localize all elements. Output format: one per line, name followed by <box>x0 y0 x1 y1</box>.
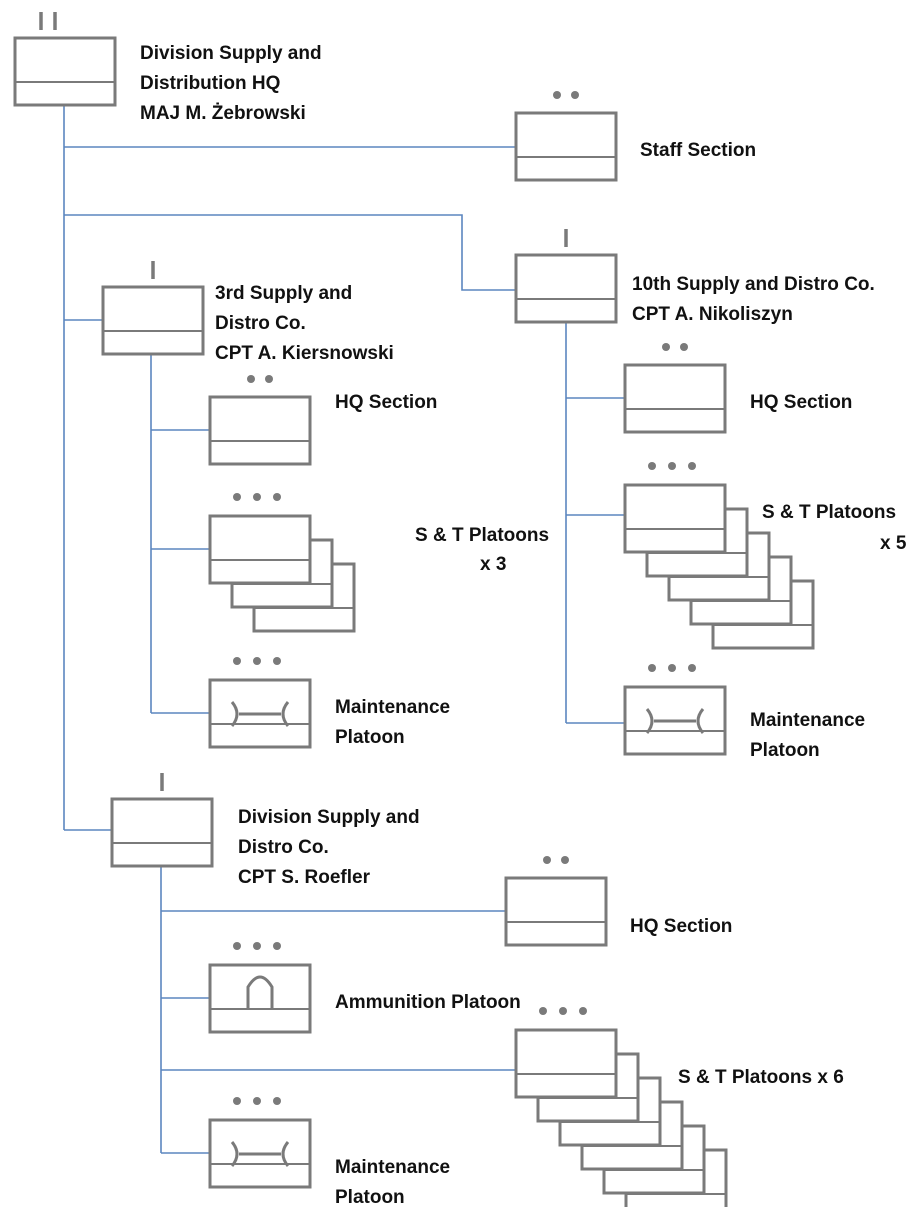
unit-box <box>208 963 312 1034</box>
unit-label: Division Supply and <box>140 43 322 64</box>
maintenance-symbol <box>230 701 290 727</box>
unit-co3-st: S & T Platoons x 3 <box>208 493 549 633</box>
echelon-dot <box>688 462 696 470</box>
echelon-dot <box>233 1097 241 1105</box>
echelon-dot <box>553 91 561 99</box>
echelon-dot <box>247 375 255 383</box>
unit-label: Distro Co. <box>215 313 306 334</box>
unit-label: S & T Platoons <box>415 525 549 546</box>
echelon-dot <box>233 657 241 665</box>
echelon-dot <box>579 1007 587 1015</box>
unit-divco-st: S & T Platoons x 6 <box>514 1007 844 1207</box>
echelon-dot <box>253 657 261 665</box>
unit-label: HQ Section <box>630 916 732 937</box>
unit-label: Maintenance <box>750 710 865 731</box>
unit-co10: 10th Supply and Distro Co. CPT A. Nikolis… <box>514 229 875 325</box>
unit-label: Maintenance <box>335 1157 450 1178</box>
unit-label: Distro Co. <box>238 837 329 858</box>
echelon-dot <box>559 1007 567 1015</box>
unit-box <box>514 253 618 324</box>
echelon-dot <box>680 343 688 351</box>
unit-label: Staff Section <box>640 140 756 161</box>
echelon-dot <box>273 1097 281 1105</box>
echelon-dot <box>273 942 281 950</box>
unit-box <box>101 285 205 356</box>
unit-label: Platoon <box>335 727 405 748</box>
unit-box <box>110 797 214 868</box>
unit-label: HQ Section <box>750 392 852 413</box>
echelon-dot <box>265 375 273 383</box>
unit-divco-hq: HQ Section <box>504 856 732 947</box>
unit-box <box>13 36 117 107</box>
maintenance-symbol <box>645 708 705 734</box>
echelon-dot <box>233 493 241 501</box>
maintenance-symbol <box>230 1141 290 1167</box>
echelon-dot <box>668 664 676 672</box>
unit-label: MAJ M. Żebrowski <box>140 103 306 124</box>
unit-label: 10th Supply and Distro Co. <box>632 274 875 295</box>
unit-label: Distribution HQ <box>140 73 280 94</box>
echelon-dot <box>648 462 656 470</box>
unit-box <box>504 876 608 947</box>
echelon-dot <box>561 856 569 864</box>
echelon-dot <box>273 657 281 665</box>
unit-box <box>623 483 727 554</box>
unit-label: 3rd Supply and <box>215 283 352 304</box>
echelon-dot <box>253 942 261 950</box>
unit-label: S & T Platoons x 6 <box>678 1067 844 1088</box>
unit-divco-ammo: Ammunition Platoon <box>208 942 521 1034</box>
unit-label: x 5 <box>880 533 907 554</box>
unit-co10-st: S & T Platoons x 5 <box>623 462 907 650</box>
unit-label: S & T Platoons <box>762 502 896 523</box>
echelon-dot <box>648 664 656 672</box>
connector-line <box>64 214 516 291</box>
echelon-dot <box>688 664 696 672</box>
unit-co10-hq: HQ Section <box>623 343 852 434</box>
unit-label: HQ Section <box>335 392 437 413</box>
echelon-dot <box>539 1007 547 1015</box>
unit-box <box>623 363 727 434</box>
unit-box <box>514 1028 618 1099</box>
unit-box <box>208 395 312 466</box>
echelon-dot <box>273 493 281 501</box>
echelon-dot <box>668 462 676 470</box>
unit-label: Division Supply and <box>238 807 420 828</box>
unit-label: Ammunition Platoon <box>335 992 521 1013</box>
echelon-dot <box>233 942 241 950</box>
echelon-dot <box>253 1097 261 1105</box>
echelon-dot <box>571 91 579 99</box>
unit-staff-section: Staff Section <box>514 91 756 182</box>
unit-label: CPT A. Kiersnowski <box>215 343 394 364</box>
unit-label: CPT S. Roefler <box>238 867 371 888</box>
unit-co3-hq: HQ Section <box>208 375 437 466</box>
ammunition-symbol <box>246 975 274 1009</box>
echelon-dot <box>253 493 261 501</box>
unit-label: Platoon <box>750 740 820 761</box>
unit-label: Maintenance <box>335 697 450 718</box>
echelon-dot <box>543 856 551 864</box>
unit-label: x 3 <box>480 554 506 575</box>
connector-lines <box>63 105 625 1154</box>
unit-label: CPT A. Nikoliszyn <box>632 304 793 325</box>
unit-label: Platoon <box>335 1187 405 1207</box>
echelon-dot <box>662 343 670 351</box>
unit-box <box>514 111 618 182</box>
unit-box <box>208 514 312 585</box>
